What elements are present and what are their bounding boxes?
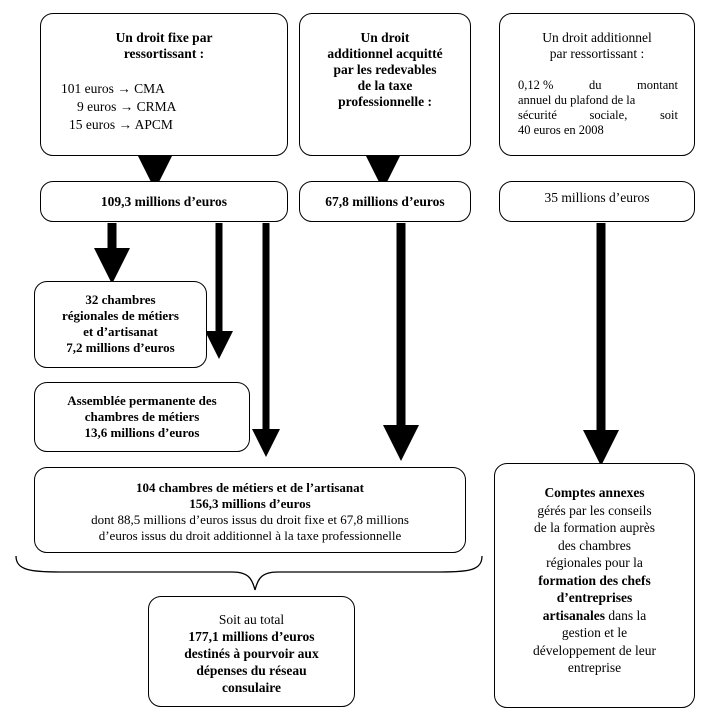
comptes-line11: entreprise [567, 660, 622, 675]
sum-line4: dépenses du réseau [196, 663, 307, 678]
source3-body-soit: soit [659, 108, 678, 122]
source3-body-line4: 40 euros en 2008 [518, 123, 604, 137]
total-box-col3: 35 millions d’euros [499, 181, 695, 222]
comptes-title: Comptes annexes [544, 485, 645, 500]
total-col1-value: 109,3 millions d’euros [100, 194, 228, 209]
comptes-line3: de la formation auprès [533, 520, 656, 535]
sum-brace [15, 555, 483, 591]
sum-intro: Soit au total [218, 612, 285, 627]
source1-row-crma: 9 euros → CRMA [77, 99, 177, 114]
comptes-line7: d’entreprises [556, 590, 633, 605]
comptes-line8-rest: dans la [605, 607, 647, 623]
cma-title: 104 chambres de métiers et de l’artisana… [136, 480, 364, 495]
source1-title-line2: ressortissant : [123, 46, 205, 61]
total-box-col1: 109,3 millions d’euros [40, 181, 288, 222]
source3-body-pct: 0,12 % [518, 78, 554, 92]
source2-line3: par les redevables [333, 62, 437, 77]
comptes-line10: développement de leur [533, 642, 656, 658]
cma-detail-line2: d’euros issus du droit additionnel à la … [98, 528, 402, 543]
comptes-line6: formation des chefs [538, 572, 651, 588]
source1-row-apcm: 15 euros → APCM [69, 117, 173, 132]
source-box-droit-additionnel-tp: Un droit additionnel acquitté par les re… [299, 13, 471, 156]
source3-body-montant: montant [637, 78, 678, 92]
comptes-line5: régionales pour la [546, 555, 643, 570]
source2-line4: de la taxe [357, 78, 413, 93]
source2-line1: Un droit [360, 30, 410, 45]
source1-row-cma: 101 euros → CMA [61, 81, 165, 96]
apcm-line1: Assemblée permanente des [67, 393, 217, 408]
cma-box: 104 chambres de métiers et de l’artisana… [34, 467, 466, 553]
source2-line2: additionnel acquitté [327, 46, 443, 61]
apcm-line2: chambres de métiers [84, 409, 200, 424]
crma-line3: et d’artisanat [83, 324, 158, 339]
total-sum-box: Soit au total 177,1 millions d’euros des… [148, 596, 355, 707]
crma-line2: régionales de métiers [62, 308, 179, 323]
source2-line5: professionnelle : [338, 94, 432, 109]
comptes-line9: gestion et le [561, 625, 628, 640]
cma-detail-line1: dont 88,5 millions d’euros issus du droi… [91, 512, 409, 527]
sum-line5: consulaire [221, 680, 281, 695]
crma-box: 32 chambres régionales de métiers et d’a… [34, 281, 207, 368]
crma-amount: 7,2 millions d’euros [66, 340, 175, 355]
comptes-line8-bold: artisanales [542, 607, 605, 623]
sum-line3: destinés à pourvoir aux [184, 646, 319, 661]
comptes-line2: gérés par les conseils [537, 502, 652, 518]
total-col3-value: 35 millions d’euros [544, 190, 650, 205]
crma-line1: 32 chambres [85, 292, 156, 307]
source3-body-sociale: sociale, [589, 108, 628, 122]
source3-title-line2: par ressortissant : [549, 46, 645, 61]
source3-body-line2: annuel du plafond de la [518, 93, 636, 107]
sum-amount: 177,1 millions d’euros [188, 629, 315, 644]
source3-body-du: du [588, 78, 602, 92]
apcm-amount: 13,6 millions d’euros [84, 425, 200, 440]
comptes-line4: des chambres [557, 537, 632, 553]
source3-body-securite: sécurité [518, 108, 557, 122]
total-col2-value: 67,8 millions d’euros [325, 194, 445, 209]
source3-title-line1: Un droit additionnel [542, 30, 652, 45]
comptes-annexes-box: Comptes annexes gérés par les conseils d… [494, 463, 695, 708]
source1-title-line1: Un droit fixe par [115, 30, 213, 45]
source-box-droit-additionnel-ressortissant: Un droit additionnel par ressortissant :… [499, 13, 695, 156]
total-box-col2: 67,8 millions d’euros [299, 181, 471, 222]
cma-amount: 156,3 millions d’euros [189, 496, 311, 511]
source-box-droit-fixe: Un droit fixe par ressortissant : 101 eu… [40, 13, 288, 156]
apcm-box: Assemblée permanente des chambres de mét… [34, 382, 250, 452]
